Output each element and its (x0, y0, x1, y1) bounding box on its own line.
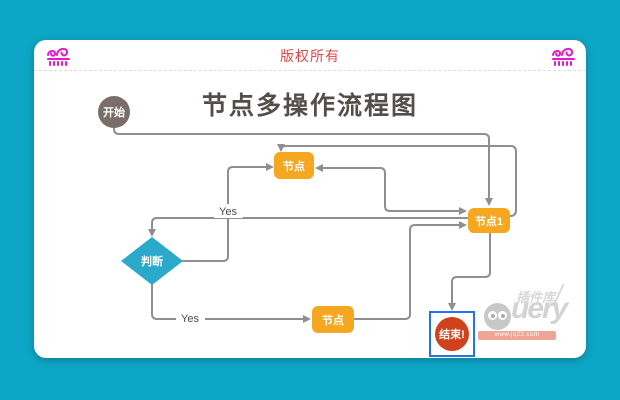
svg-text:Yes: Yes (181, 313, 199, 325)
node-top[interactable]: 节点 (274, 152, 314, 179)
edge-node1-nodetop-top[interactable] (280, 145, 517, 217)
edge-start-node1[interactable] (113, 127, 490, 200)
arrowhead (266, 163, 274, 171)
edge-nodebottom-node1[interactable] (353, 224, 461, 320)
arrowhead (459, 221, 467, 229)
edge-node1-end[interactable] (451, 232, 491, 305)
node-decision[interactable]: 判断 (121, 237, 183, 285)
watermark-ribbon-text: www.jq22.com (478, 331, 556, 340)
edge-nodetop-node1-pair[interactable] (321, 167, 461, 212)
arrowhead (277, 144, 285, 152)
node-start[interactable]: 开始 (98, 96, 130, 128)
svg-text:开始: 开始 (103, 105, 125, 119)
watermark-brand-text: uery (511, 292, 568, 325)
card-header: 版权所有 (34, 40, 586, 71)
svg-text:节点: 节点 (322, 313, 344, 327)
edge-label-yes-top: Yes (214, 204, 243, 218)
svg-text:结束!: 结束! (438, 327, 465, 341)
wind-icon (552, 47, 575, 66)
content-card: 版权所有 插件库 uery www.jq22.com (34, 40, 586, 358)
watermark-tag-text: 插件库 (516, 290, 556, 305)
arrowhead (448, 303, 456, 311)
edge-decision-nodebottom-yes[interactable] (151, 284, 305, 320)
selection-outline (429, 311, 475, 357)
edge-node1-decision[interactable] (151, 217, 469, 231)
svg-text:Yes: Yes (219, 206, 237, 218)
arrowhead (485, 198, 493, 206)
copyright-text: 版权所有 (280, 48, 340, 64)
svg-text:判断: 判断 (141, 254, 163, 268)
node-bottom[interactable]: 节点 (312, 306, 354, 333)
node-node1[interactable]: 节点1 (468, 208, 510, 233)
diagram-title: 节点多操作流程图 (201, 92, 418, 120)
jquery-watermark: 插件库 uery www.jq22.com (470, 284, 588, 350)
arrowhead (315, 164, 323, 172)
arrowhead (148, 229, 156, 237)
node-end[interactable]: 结束! (435, 317, 469, 351)
svg-text:节点1: 节点1 (475, 214, 503, 228)
arrowhead (303, 315, 311, 323)
svg-text:节点: 节点 (283, 159, 305, 173)
edge-label-yes-bottom: Yes (176, 311, 205, 325)
panda-logo-icon (484, 303, 511, 330)
wind-icon (47, 47, 70, 66)
arrowhead (459, 207, 467, 215)
